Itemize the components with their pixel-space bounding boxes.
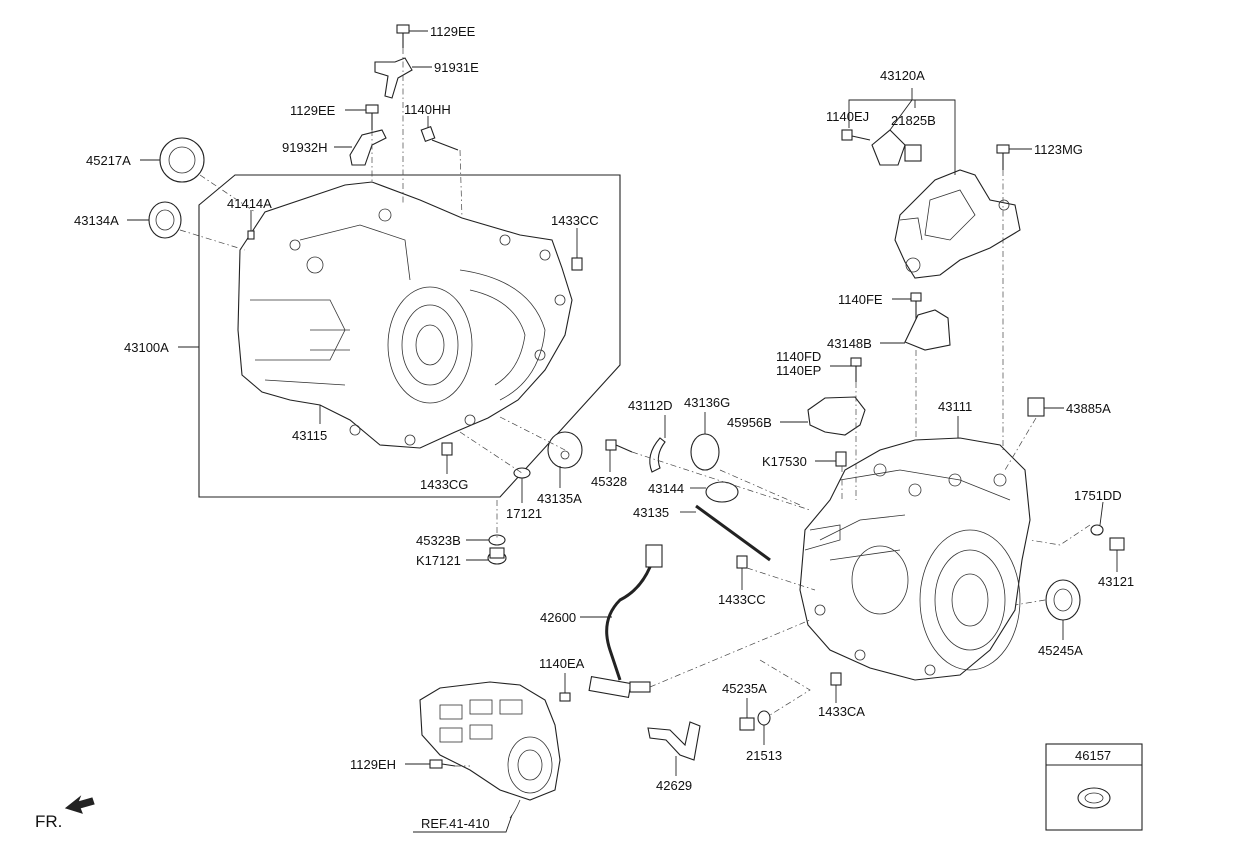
label-1129eh: 1129EH [350,757,396,772]
label-21513: 21513 [746,748,782,763]
sensor-45956b [807,396,866,436]
oil-seal-45217a [159,137,205,183]
transmission-case-right [799,437,1031,681]
valve-body-assembly [419,681,561,819]
plug-k17121 [487,547,507,565]
dowel-1433ca [830,672,842,686]
label-43111: 43111 [938,399,972,414]
label-21825b: 21825B [891,113,936,128]
washer-1751dd [1090,524,1104,536]
dowel-1433cc-mid [736,555,748,569]
label-45217a: 45217A [86,153,131,168]
dowel-1433cg [441,442,453,456]
part-k17530 [835,451,847,467]
oil-seal-45245a [1045,579,1081,621]
label-1140fd: 1140FD [776,349,821,364]
transmission-mount-bracket [894,169,1021,279]
label-1751dd: 1751DD [1074,488,1122,503]
legend-box-46157 [1045,743,1143,831]
label-43885a: 43885A [1066,401,1111,416]
label-43135a: 43135A [537,491,582,506]
label-43148b: 43148B [827,336,872,351]
label-45235a: 45235A [722,681,767,696]
label-43135: 43135 [633,505,669,520]
bracket-91931e [374,57,413,99]
mount-piece-43120a [871,129,906,166]
bushing-21825b [904,144,922,162]
label-43134a: 43134A [74,213,119,228]
label-1433cg: 1433CG [420,477,468,492]
washer-21513 [757,710,771,726]
plug-43121 [1109,537,1125,551]
label-1129ee-mid: 1129EE [290,103,336,118]
label-1140ep: 1140EP [776,363,821,378]
label-45956b: 45956B [727,415,772,430]
clip-43112d [649,437,666,473]
bolt-1140ej [841,129,871,141]
label-1140ea: 1140EA [539,656,585,671]
bolt-45328 [605,439,633,453]
label-1123mg: 1123MG [1034,142,1083,157]
bolt-1129ee-mid [365,104,379,130]
transmission-case-left [237,181,573,449]
label-1129ee-top: 1129EE [430,24,476,39]
bracket-43148b [904,309,951,351]
front-arrow-icon [64,795,95,814]
label-43120a: 43120A [880,68,925,83]
label-45245a: 45245A [1038,643,1083,658]
bolt-1140hh [420,125,459,151]
label-1140hh: 1140HH [404,102,451,117]
label-1140fe: 1140FE [838,292,883,307]
label-45328: 45328 [591,474,627,489]
label-front: FR. [35,812,62,831]
label-43115: 43115 [292,428,327,443]
seal-43144 [705,481,739,503]
label-42629: 42629 [656,778,692,793]
plate-43136g [690,433,720,471]
label-1140ej: 1140EJ [826,109,869,124]
label-43112d: 43112D [628,398,673,413]
plug-45235a [739,717,755,731]
label-1433cc-top: 1433CC [551,213,599,228]
label-43144: 43144 [648,481,684,496]
pin-41414a [247,230,255,240]
label-42600: 42600 [540,610,576,625]
bolt-1140ea [559,692,571,702]
cap-43885a [1027,397,1045,417]
label-k17121: K17121 [416,553,461,568]
label-43136g: 43136G [684,395,730,410]
bolt-1140fd [850,357,862,382]
label-91931e: 91931E [434,60,479,75]
bracket-42629 [647,721,701,761]
label-43121: 43121 [1098,574,1134,589]
label-17121: 17121 [506,506,542,521]
label-k17530: K17530 [762,454,807,469]
label-43100a: 43100A [124,340,169,355]
label-41414a: 41414A [227,196,272,211]
label-91932h: 91932H [282,140,328,155]
label-45323b: 45323B [416,533,461,548]
oil-seal-43134a [148,201,182,239]
wiring-harness-42600 [588,544,663,699]
assembly-group-frame [198,174,621,498]
label-46157: 46157 [1075,748,1111,763]
label-1433ca: 1433CA [818,704,865,719]
label-1433cc-mid: 1433CC [718,592,766,607]
rod-43135 [695,504,771,562]
bolt-1123mg [996,144,1010,170]
dowel-1433cc-top [571,257,583,271]
label-ref: REF.41-410 [421,816,490,831]
bracket-91932h [349,129,387,166]
bolt-1129ee-top [396,24,410,48]
